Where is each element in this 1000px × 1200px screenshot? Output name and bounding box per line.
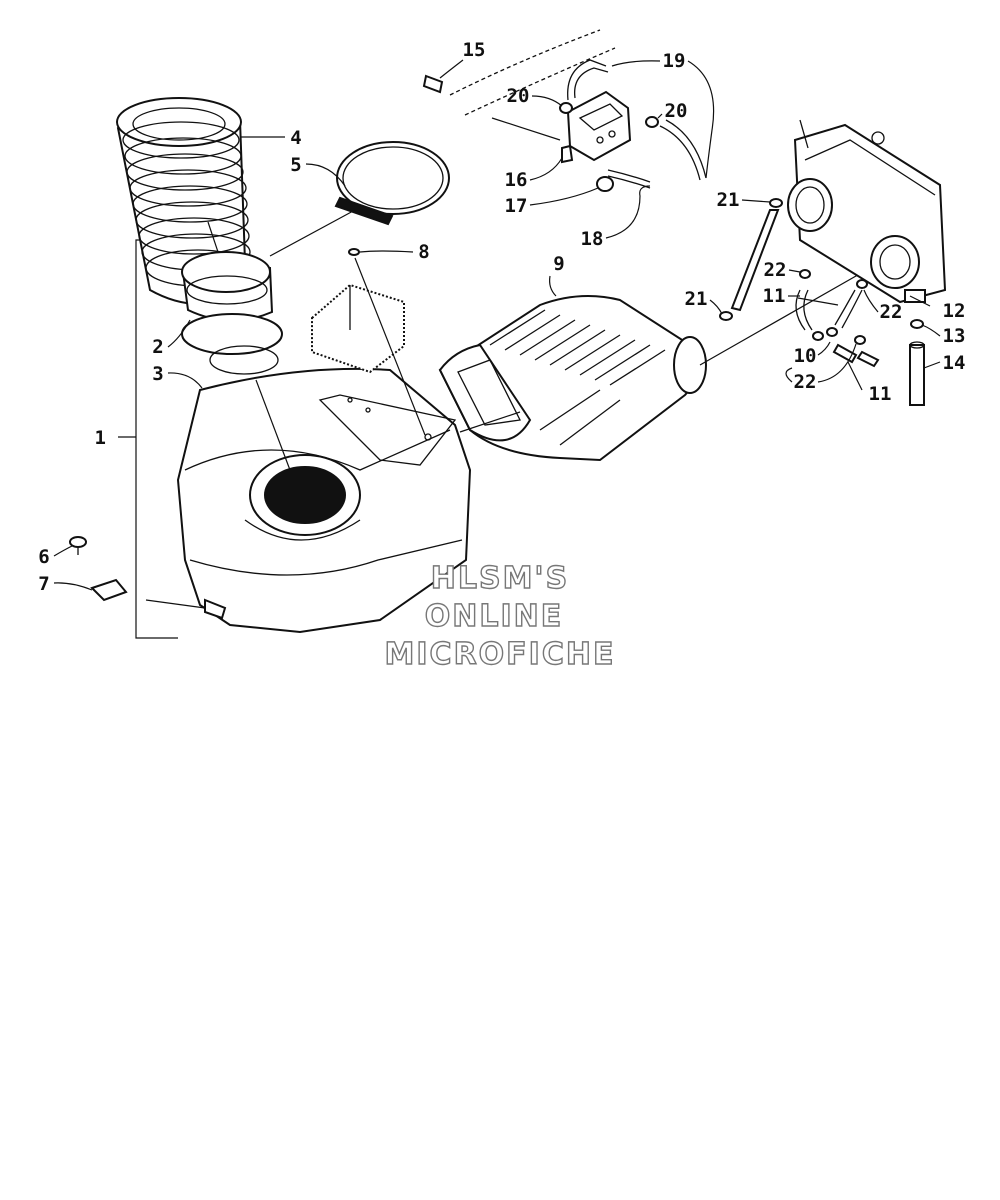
- callout-14: 14: [923, 352, 966, 374]
- callout-label: 19: [663, 50, 686, 72]
- callout-label: 20: [507, 85, 530, 107]
- callout-label: 7: [38, 573, 49, 595]
- callout-label: 21: [717, 189, 740, 211]
- callout-4: 4: [240, 127, 302, 149]
- watermark-line-1: HLSM'S: [431, 561, 569, 596]
- callout-13: 13: [921, 324, 966, 347]
- callout-label: 8: [418, 241, 429, 263]
- callout-label: 20: [665, 100, 688, 122]
- callout-label: 18: [581, 228, 604, 250]
- callout-22-right: 22: [863, 289, 903, 323]
- callout-5: 5: [290, 154, 346, 187]
- callout-20-right: 20: [657, 100, 688, 122]
- callout-20-left: 20: [507, 85, 563, 107]
- callout-label: 2: [152, 336, 163, 358]
- fuel-lines: [719, 198, 925, 406]
- callout-label: 11: [869, 383, 892, 405]
- callout-label: 12: [943, 300, 966, 322]
- callout-label: 15: [463, 39, 486, 61]
- callout-10: 10: [794, 341, 831, 367]
- callout-17: 17: [505, 187, 599, 217]
- watermark: HLSM'S ONLINE MICROFICHE: [384, 560, 616, 672]
- callout-label: 1: [95, 427, 106, 449]
- mounting-bracket: [311, 257, 426, 436]
- callout-label: 4: [290, 127, 301, 149]
- callout-11-lower: 11: [869, 383, 892, 405]
- fuel-pump-assembly: [422, 29, 707, 192]
- callout-label: 9: [553, 253, 564, 275]
- callout-label: 22: [794, 371, 817, 393]
- callout-label: 22: [764, 259, 787, 281]
- air-silencer-box: [145, 367, 472, 634]
- callout-19: 19: [611, 50, 715, 179]
- callout-15: 15: [439, 39, 486, 79]
- callout-label: 22: [880, 301, 903, 323]
- callout-21-upper: 21: [717, 189, 771, 211]
- callout-9: 9: [549, 253, 565, 297]
- screw: [348, 248, 360, 256]
- callout-8: 8: [359, 241, 430, 263]
- callout-label: 16: [505, 169, 528, 191]
- carburetor-assembly: [787, 119, 947, 307]
- callout-3: 3: [152, 363, 203, 389]
- callout-label: 13: [943, 325, 966, 347]
- callout-label: 5: [290, 154, 301, 176]
- watermark-line-3: MICROFICHE: [385, 637, 616, 672]
- callout-11-upper: 11: [763, 285, 800, 307]
- callout-22-lower: 22: [785, 343, 857, 393]
- intake-adapter: [181, 251, 283, 375]
- callout-16: 16: [505, 157, 563, 191]
- callout-label: 17: [505, 195, 528, 217]
- hose-clamp: [269, 141, 450, 257]
- callout-1: 1: [95, 427, 106, 449]
- callout-label: 6: [38, 546, 49, 568]
- callout-12: 12: [943, 300, 966, 322]
- callout-label: 21: [685, 288, 708, 310]
- callout-18: 18: [581, 185, 651, 250]
- callout-label: 14: [943, 352, 966, 374]
- callout-2: 2: [152, 319, 191, 358]
- intake-boot: [438, 267, 871, 462]
- callout-label: 3: [152, 363, 163, 385]
- callout-7: 7: [38, 573, 93, 595]
- screw-and-clip: [69, 536, 128, 602]
- callout-label: 10: [794, 345, 817, 367]
- watermark-line-2: ONLINE: [425, 599, 564, 634]
- callout-label: 11: [763, 285, 786, 307]
- callout-21-lower: 21: [685, 288, 723, 315]
- callout-6: 6: [38, 545, 73, 568]
- callout-22-upper: 22: [764, 259, 801, 281]
